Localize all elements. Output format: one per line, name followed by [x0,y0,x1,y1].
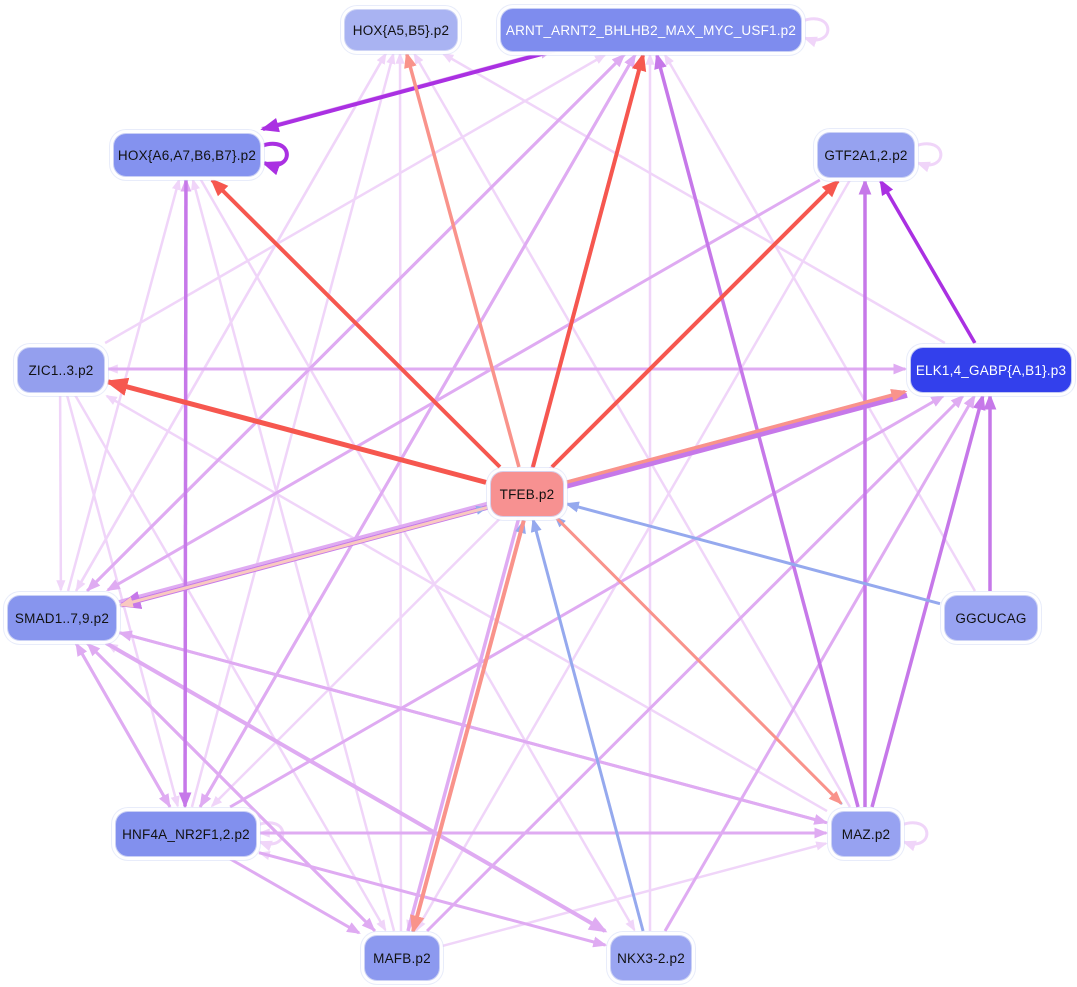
node-hnf4a[interactable]: HNF4A_NR2F1,2.p2 [115,811,257,857]
edge-smad1-to-nkx3 [105,641,608,933]
node-label-mafb: MAFB.p2 [373,950,431,966]
edge-gtf2a1-to-mafb [415,179,852,932]
node-label-hox_a6: HOX{A6,A7,B6,B7}.p2 [117,147,257,163]
edge-tfeb-to-gtf2a1 [550,179,840,469]
node-mafb[interactable]: MAFB.p2 [364,935,440,981]
edge-smad1-to-mafb [85,641,376,932]
edge-nkx3-to-tfeb [530,518,645,932]
edge-hnf4a-to-nkx3 [258,851,608,948]
edge-hox_a6-to-nkx3 [199,178,636,932]
edge-arnt-to-hox_a6 [260,48,557,133]
edge-hnf4a-to-mafb [229,857,361,935]
node-label-smad1: SMAD1..7,9.p2 [14,610,110,626]
node-zic1[interactable]: ZIC1..3.p2 [17,347,105,393]
node-smad1[interactable]: SMAD1..7,9.p2 [7,595,117,641]
edge-selfloop-arnt [801,17,830,48]
node-tfeb[interactable]: TFEB.p2 [490,471,564,517]
node-hox_a5b5[interactable]: HOX{A5,B5}.p2 [344,9,458,51]
node-label-nkx3: NKX3-2.p2 [617,950,685,966]
node-label-arnt: ARNT_ARNT2_BHLHB2_MAX_MYC_USF1.p2 [505,22,797,38]
edge-tfeb-to-zic1 [104,377,487,485]
node-elk1[interactable]: ELK1,4_GABP{A,B1}.p3 [910,347,1072,393]
node-label-hox_a5b5: HOX{A5,B5}.p2 [352,22,450,38]
edge-gtf2a1-to-smad1 [106,178,821,592]
edge-smad1-to-maz [118,631,828,825]
edge-tfeb-to-hox_a5b5 [404,51,521,468]
edge-elk1-to-gtf2a1 [879,178,977,344]
edge-hnf4a-to-elk1 [229,394,945,809]
edge-maz-to-zic1 [105,394,828,813]
node-label-maz: MAZ.p2 [841,826,891,842]
node-maz[interactable]: MAZ.p2 [831,811,901,857]
edge-mafb-to-hox_a5b5 [395,52,405,932]
edge-tfeb-to-smad1 [119,506,488,608]
node-label-hnf4a: HNF4A_NR2F1,2.p2 [122,826,250,842]
node-label-tfeb: TFEB.p2 [499,486,555,502]
edge-ggcucag-to-tfeb [565,501,941,606]
edge-zic1-to-arnt [104,53,607,345]
node-hox_a6[interactable]: HOX{A6,A7,B6,B7}.p2 [113,133,261,177]
node-label-elk1: ELK1,4_GABP{A,B1}.p3 [915,362,1067,378]
edge-tfeb-to-maz [553,515,843,805]
edge-tfeb-to-elk1 [565,389,908,485]
edge-zic1-to-smad1 [56,394,66,592]
edge-hox_a5b5-to-smad1 [75,52,388,592]
node-label-zic1: ZIC1..3.p2 [28,362,94,378]
node-ggcucag[interactable]: GGCUCAG [944,595,1038,641]
edge-tfeb-to-hox_a6 [210,178,502,469]
edge-maz-to-hox_a5b5 [413,52,852,808]
edge-ggcucag-to-arnt [663,53,977,592]
node-label-ggcucag: GGCUCAG [955,610,1027,626]
node-arnt[interactable]: ARNT_ARNT2_BHLHB2_MAX_MYC_USF1.p2 [500,8,802,52]
edge-tfeb-to-arnt [531,52,647,468]
edge-mafb-to-elk1 [425,394,965,933]
edge-arnt-to-hnf4a [199,53,637,808]
node-label-gtf2a1: GTF2A1,2.p2 [824,147,908,163]
edge-smad1-to-hnf4a [74,642,171,808]
edge-selfloop-maz [900,821,929,852]
edge-tfeb-to-mafb [410,519,526,934]
node-gtf2a1[interactable]: GTF2A1,2.p2 [817,132,915,178]
edge-hox_a6-to-hnf4a [178,178,192,809]
node-nkx3[interactable]: NKX3-2.p2 [610,935,692,981]
edge-selfloop-gtf2a1 [914,142,943,173]
edge-selfloop-hox_a6 [260,141,289,176]
